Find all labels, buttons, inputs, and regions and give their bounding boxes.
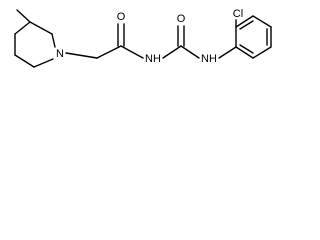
atom-label-piperidine-n: N <box>56 48 64 60</box>
bond-ring-6 <box>29 21 53 35</box>
bond-ring-4 <box>33 58 54 68</box>
bond-methyl <box>16 9 31 23</box>
bond-ch2-c <box>96 45 122 59</box>
bond-ar-2 <box>235 15 254 28</box>
bond-urea-nh <box>180 45 200 59</box>
bond-ring-5 <box>51 33 56 48</box>
bond-ar-3 <box>252 15 272 28</box>
bond-ar-6 <box>235 46 254 59</box>
bond-ar-inner-3 <box>239 44 254 54</box>
atom-label-urea-o: O <box>177 13 186 25</box>
bond-c-nh <box>120 45 144 59</box>
bond-ring-3 <box>14 54 35 68</box>
atom-label-amide-nh: NH <box>145 53 161 65</box>
bond-nh-urea <box>162 45 182 59</box>
bond-nh-ipso <box>218 46 237 59</box>
chemical-structure: N O NH O NH Cl <box>14 8 272 68</box>
atom-label-chlorine: Cl <box>233 8 243 20</box>
atom-label-urea-nh: NH <box>201 53 217 65</box>
bond-n-ch2 <box>65 52 98 59</box>
bonds <box>14 9 272 68</box>
atom-label-amide-o: O <box>117 11 126 23</box>
atom-labels: N O NH O NH Cl <box>56 8 243 65</box>
bond-ring-1 <box>14 21 31 35</box>
bond-ar-5 <box>252 46 272 59</box>
bond-ar-inner-1 <box>239 20 254 30</box>
